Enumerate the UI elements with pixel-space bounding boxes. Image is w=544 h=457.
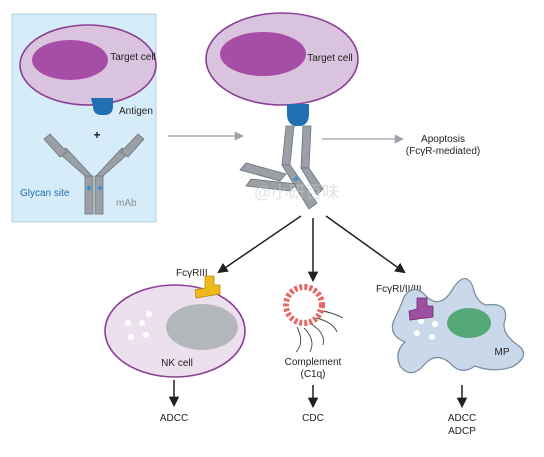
mp-granule bbox=[432, 321, 438, 327]
arrow-to-nk bbox=[217, 215, 302, 274]
glycan-star-icon: ✦ bbox=[95, 183, 104, 195]
mp-cell-label: MP bbox=[495, 347, 510, 358]
left-mab-icon bbox=[43, 133, 145, 215]
center-cell-nucleus bbox=[220, 32, 306, 76]
mp-granule bbox=[418, 318, 424, 324]
glycan-site-label: Glycan site bbox=[20, 188, 70, 199]
mp-receptor-label: FcγRI/II/III bbox=[376, 284, 422, 295]
c1q-icon bbox=[283, 284, 344, 353]
watermark: @小研百味 bbox=[254, 183, 339, 202]
left-cell-nucleus bbox=[32, 40, 108, 80]
mp-outcome-label-2: ADCP bbox=[448, 426, 476, 437]
complement-sub-label: (C1q) bbox=[300, 369, 325, 380]
left-antigen-icon bbox=[91, 98, 113, 115]
left-target-cell bbox=[19, 24, 157, 106]
mp-nucleus bbox=[447, 308, 491, 338]
nk-granule bbox=[139, 320, 145, 326]
apoptosis-label: Apoptosis bbox=[421, 134, 465, 145]
mab-label: mAb bbox=[116, 198, 137, 209]
mp-granule bbox=[414, 330, 420, 336]
glycan-star-icon: ✦ bbox=[84, 183, 93, 195]
nk-cell-label: NK cell bbox=[161, 358, 193, 369]
left-antigen-label: Antigen bbox=[119, 106, 153, 117]
center-mab-icon bbox=[239, 125, 324, 210]
complement-outcome-label: CDC bbox=[302, 413, 324, 424]
center-glycan-star-icon: ✦ bbox=[291, 174, 300, 186]
nk-granule bbox=[143, 332, 149, 338]
nk-outcome-label: ADCC bbox=[160, 413, 188, 424]
center-target-cell bbox=[205, 12, 359, 106]
nk-cell-nucleus bbox=[166, 304, 238, 350]
center-target-cell-label: Target cell bbox=[307, 53, 353, 64]
complement-label: Complement bbox=[285, 357, 342, 368]
nk-granule bbox=[125, 320, 131, 326]
nk-receptor-label: FcγRIII bbox=[176, 268, 208, 279]
nk-granule bbox=[128, 334, 134, 340]
left-target-cell-label: Target cell bbox=[110, 52, 156, 63]
nk-cell bbox=[104, 284, 246, 378]
plus-sign: + bbox=[93, 128, 100, 142]
nk-granule bbox=[146, 311, 152, 317]
mp-fc-receptor-icon bbox=[408, 297, 434, 321]
nk-fc-receptor-icon bbox=[194, 275, 221, 299]
arrow-to-mp bbox=[325, 215, 406, 274]
mp-granule bbox=[429, 334, 435, 340]
mp-outcome-label-1: ADCC bbox=[448, 413, 476, 424]
apoptosis-sub-label: (FcγR-mediated) bbox=[406, 146, 480, 157]
center-antigen-icon bbox=[287, 104, 309, 126]
